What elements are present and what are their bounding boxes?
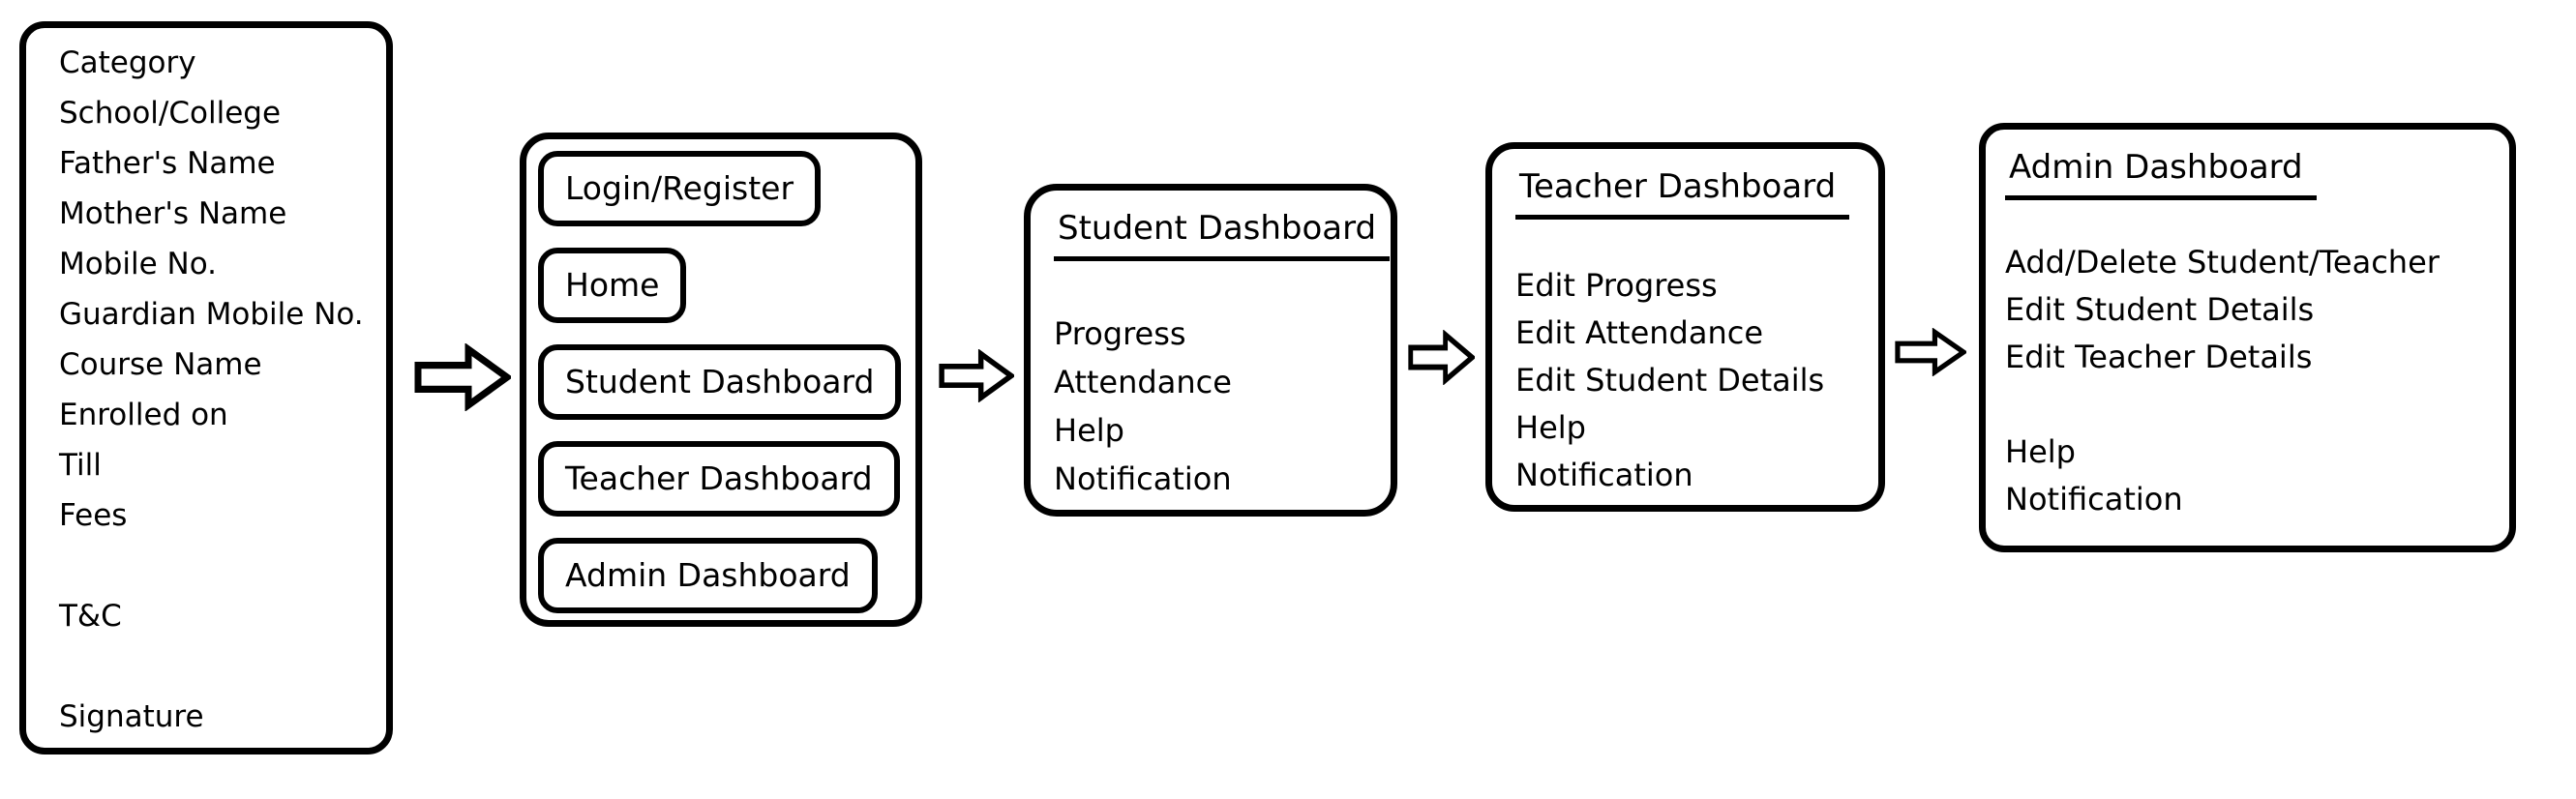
dashboard-menu-item: Add/Delete Student/Teacher: [2005, 244, 2440, 281]
form-field-label: Mobile No.: [59, 247, 218, 281]
form-field-label: Signature: [59, 699, 204, 734]
teacher-dashboard-title: Teacher Dashboard: [1515, 167, 1850, 220]
flow-arrow-icon: [939, 349, 1014, 402]
dashboard-menu-item: Edit Student Details: [2005, 291, 2315, 328]
form-field-label: Guardian Mobile No.: [59, 297, 364, 332]
menu-button[interactable]: Login/Register: [538, 151, 822, 226]
form-field-label: Enrolled on: [59, 398, 228, 432]
dashboard-menu-item: Edit Attendance: [1515, 314, 1764, 351]
dashboard-menu-item: [2005, 381, 2501, 429]
student-dashboard-title: Student Dashboard: [1054, 209, 1391, 261]
dashboard-menu-item: Edit Progress: [1515, 267, 1718, 304]
form-field-label: Course Name: [59, 347, 262, 382]
form-field-label: Till: [59, 448, 102, 483]
menu-button[interactable]: Student Dashboard: [538, 344, 902, 420]
dashboard-menu-item: Notification: [1054, 460, 1232, 497]
dashboard-menu-item: Help: [2005, 433, 2076, 470]
flow-arrow-icon: [1895, 328, 1966, 376]
form-field-label: Father's Name: [59, 146, 276, 181]
form-field-label: T&C: [59, 599, 122, 634]
dashboard-menu-item: Edit Student Details: [1515, 362, 1825, 399]
dashboard-menu-item: Notification: [1515, 457, 1693, 493]
admin-dashboard-box: Admin Dashboard Add/Delete Student/Teach…: [1979, 123, 2516, 552]
form-field-label: [59, 541, 380, 591]
form-field-label: Mother's Name: [59, 196, 287, 231]
form-field-label: Category: [59, 45, 196, 80]
dashboard-menu-item: Notification: [2005, 481, 2183, 518]
dashboard-menu-item: Edit Teacher Details: [2005, 339, 2313, 375]
menu-button[interactable]: Admin Dashboard: [538, 538, 878, 613]
dashboard-menu-item: Progress: [1054, 315, 1186, 352]
dashboard-menu-item: Help: [1054, 412, 1124, 449]
menu-button[interactable]: Home: [538, 248, 687, 323]
form-field-label: School/College: [59, 96, 282, 131]
dashboard-menu-item: Attendance: [1054, 364, 1232, 400]
form-field-label: [59, 641, 380, 692]
dashboard-menu-item: Help: [1515, 409, 1586, 446]
admin-dashboard-title: Admin Dashboard: [2005, 148, 2317, 200]
flow-arrow-icon: [1408, 330, 1475, 385]
form-field-label: Fees: [59, 498, 128, 533]
menu-button[interactable]: Teacher Dashboard: [538, 441, 900, 517]
flow-arrow-icon: [414, 343, 511, 411]
